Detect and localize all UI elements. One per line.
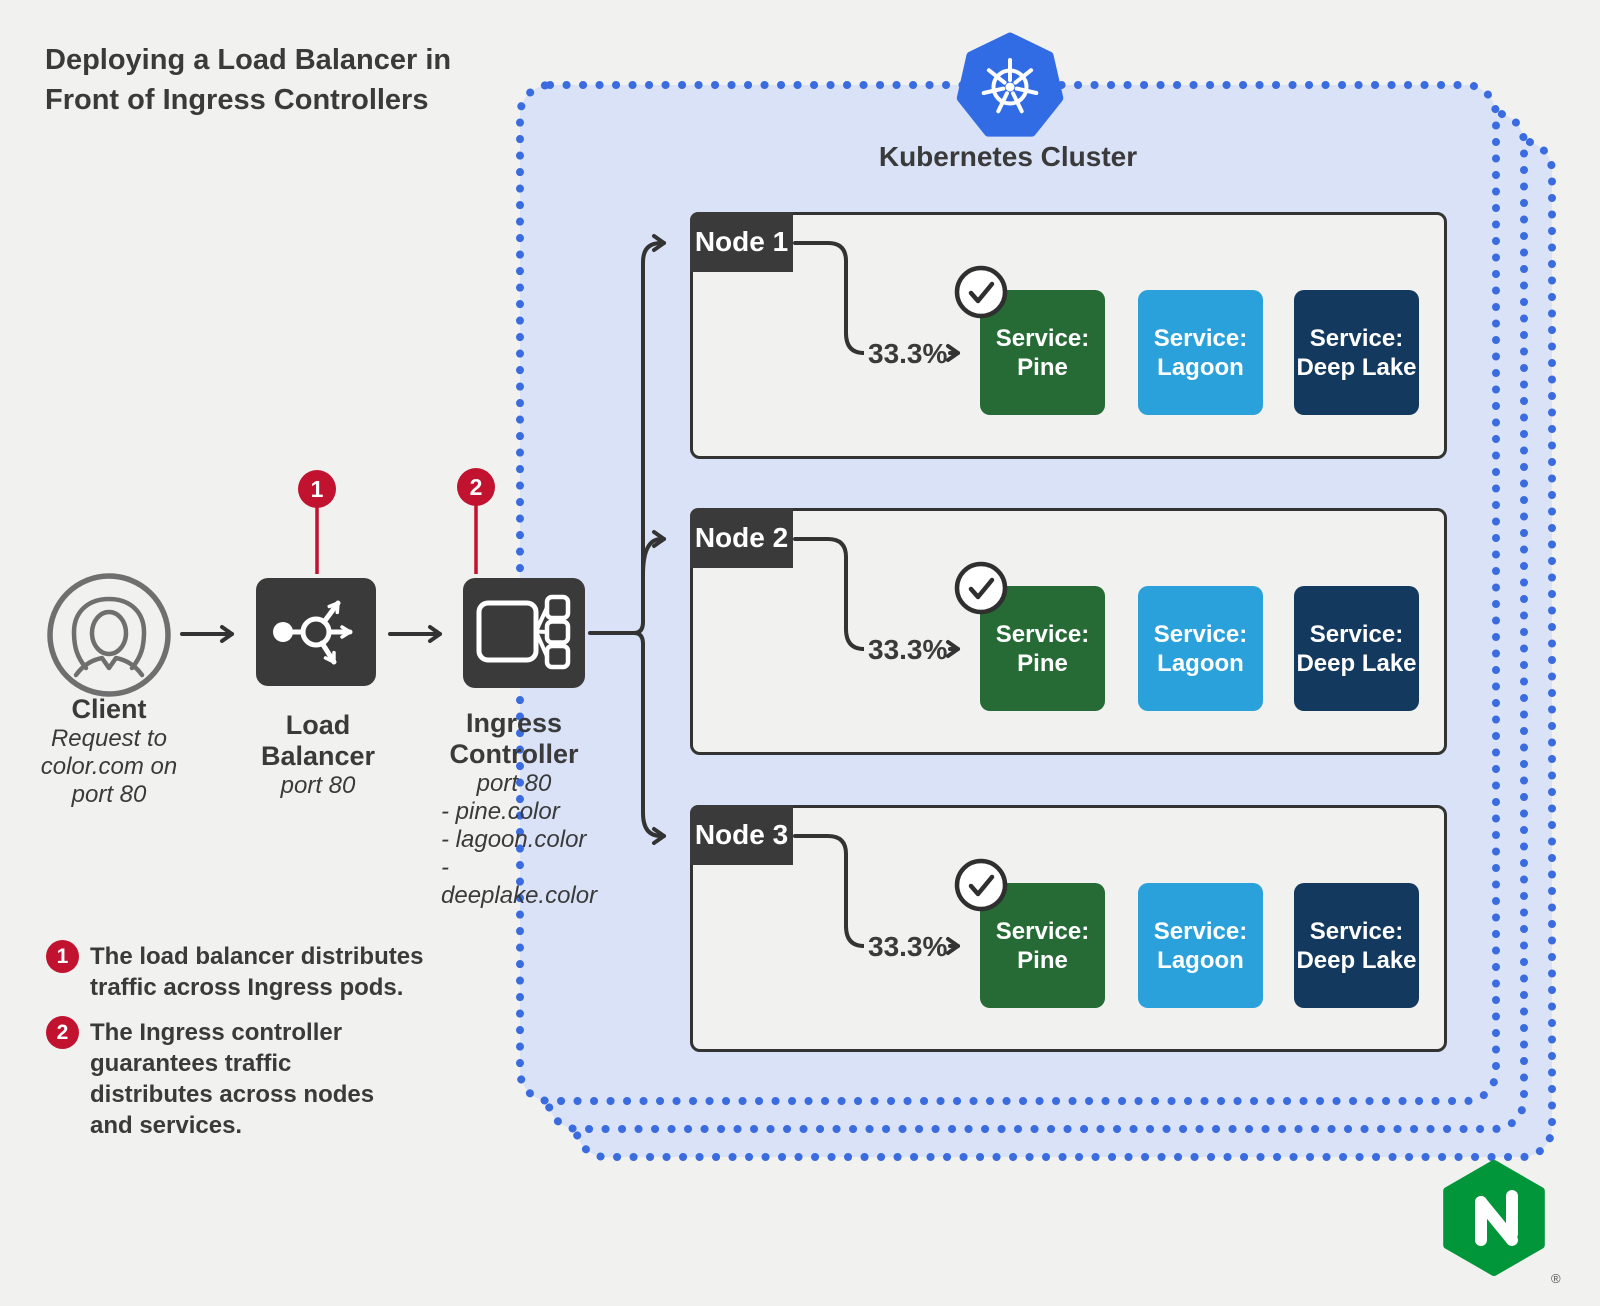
service-label: Service: — [1153, 917, 1248, 945]
load-balancer-caption: Load Balancer port 80 — [238, 710, 398, 800]
footnote-1-text: The load balancer distributes traffic ac… — [90, 943, 424, 1001]
ingress-routes: - pine.color - lagoon.color - deeplake.c… — [419, 798, 609, 910]
client-person-icon — [47, 573, 171, 697]
footnote-2-text: The Ingress controller guarantees traffi… — [90, 1019, 375, 1139]
node-1-traffic-share: 33.3% — [868, 338, 948, 369]
kubernetes-cluster-label: Kubernetes Cluster — [878, 141, 1138, 172]
service-label: Service: — [995, 620, 1090, 648]
client-request-line3: port 80 — [71, 781, 147, 808]
service-name: Lagoon — [1157, 649, 1244, 677]
ingress-route-lagoon: - lagoon.color — [441, 826, 587, 853]
load-balancer-box — [256, 578, 376, 686]
footnote-1-badge: 1 — [46, 940, 79, 973]
service-label: Service: — [995, 917, 1090, 945]
service-pine: Service: Pine — [980, 586, 1105, 711]
service-name: Deep Lake — [1296, 649, 1417, 677]
client-label: Client — [71, 694, 147, 724]
node-2-tab: Node 2 — [690, 508, 793, 568]
node-3-tab: Node 3 — [690, 805, 793, 865]
node-2-box: Node 2 Service: Pine Service: Lagoon Ser… — [690, 508, 1447, 755]
page-title-line2: Front of Ingress Controllers — [45, 84, 429, 116]
service-lagoon: Service: Lagoon — [1138, 586, 1263, 711]
node-1-box: Node 1 Service: Pine Service: Lagoon Ser… — [690, 212, 1447, 459]
service-name: Pine — [1017, 353, 1068, 381]
registered-mark: ® — [1551, 1271, 1561, 1286]
ingress-controller-caption: Ingress Controller port 80 - pine.color … — [419, 708, 609, 910]
service-deep-lake: Service: Deep Lake — [1294, 586, 1419, 711]
ingress-port: port 80 — [476, 770, 552, 797]
service-label: Service: — [1153, 620, 1248, 648]
ingress-label-line1: Ingress — [465, 708, 563, 738]
service-name: Deep Lake — [1296, 353, 1417, 381]
lb-port: port 80 — [280, 772, 356, 799]
client-request-line1: Request to — [50, 725, 168, 752]
service-label: Service: — [1309, 917, 1404, 945]
service-label: Service: — [995, 324, 1090, 352]
kubernetes-wheel-icon — [956, 32, 1064, 137]
client-request-line2: color.com on — [40, 753, 178, 780]
callout-badge-1: 1 — [298, 470, 336, 508]
service-deep-lake: Service: Deep Lake — [1294, 290, 1419, 415]
load-balancer-icon — [273, 600, 353, 665]
ingress-controller-box — [463, 578, 585, 688]
service-pine: Service: Pine — [980, 290, 1105, 415]
service-name: Pine — [1017, 649, 1068, 677]
service-name: Pine — [1017, 946, 1068, 974]
lb-label-line2: Balancer — [260, 741, 376, 771]
ingress-route-deeplake: - deeplake.color — [441, 854, 598, 909]
lb-label-line1: Load — [285, 710, 351, 740]
service-lagoon: Service: Lagoon — [1138, 290, 1263, 415]
node-2-traffic-share: 33.3% — [868, 634, 948, 665]
service-label: Service: — [1309, 620, 1404, 648]
service-label: Service: — [1309, 324, 1404, 352]
service-name: Deep Lake — [1296, 946, 1417, 974]
footnote-2-badge: 2 — [46, 1016, 79, 1049]
node-1-tab: Node 1 — [690, 212, 793, 272]
ingress-label-line2: Controller — [449, 739, 579, 769]
nginx-letter — [1475, 1190, 1518, 1246]
service-deep-lake: Service: Deep Lake — [1294, 883, 1419, 1008]
page-title-line1: Deploying a Load Balancer in — [45, 44, 452, 76]
nginx-logo-icon: ® — [1443, 1160, 1561, 1286]
ingress-route-pine: - pine.color — [441, 798, 560, 825]
service-pine: Service: Pine — [980, 883, 1105, 1008]
service-lagoon: Service: Lagoon — [1138, 883, 1263, 1008]
service-label: Service: — [1153, 324, 1248, 352]
node-3-box: Node 3 Service: Pine Service: Lagoon Ser… — [690, 805, 1447, 1052]
ingress-controller-icon — [476, 594, 571, 670]
page-title: Deploying a Load Balancer in Front of In… — [45, 40, 451, 120]
service-name: Lagoon — [1157, 946, 1244, 974]
service-name: Lagoon — [1157, 353, 1244, 381]
client-caption: Client Request to color.com on port 80 — [19, 694, 199, 809]
callout-badge-2: 2 — [457, 468, 495, 506]
node-3-traffic-share: 33.3% — [868, 931, 948, 962]
